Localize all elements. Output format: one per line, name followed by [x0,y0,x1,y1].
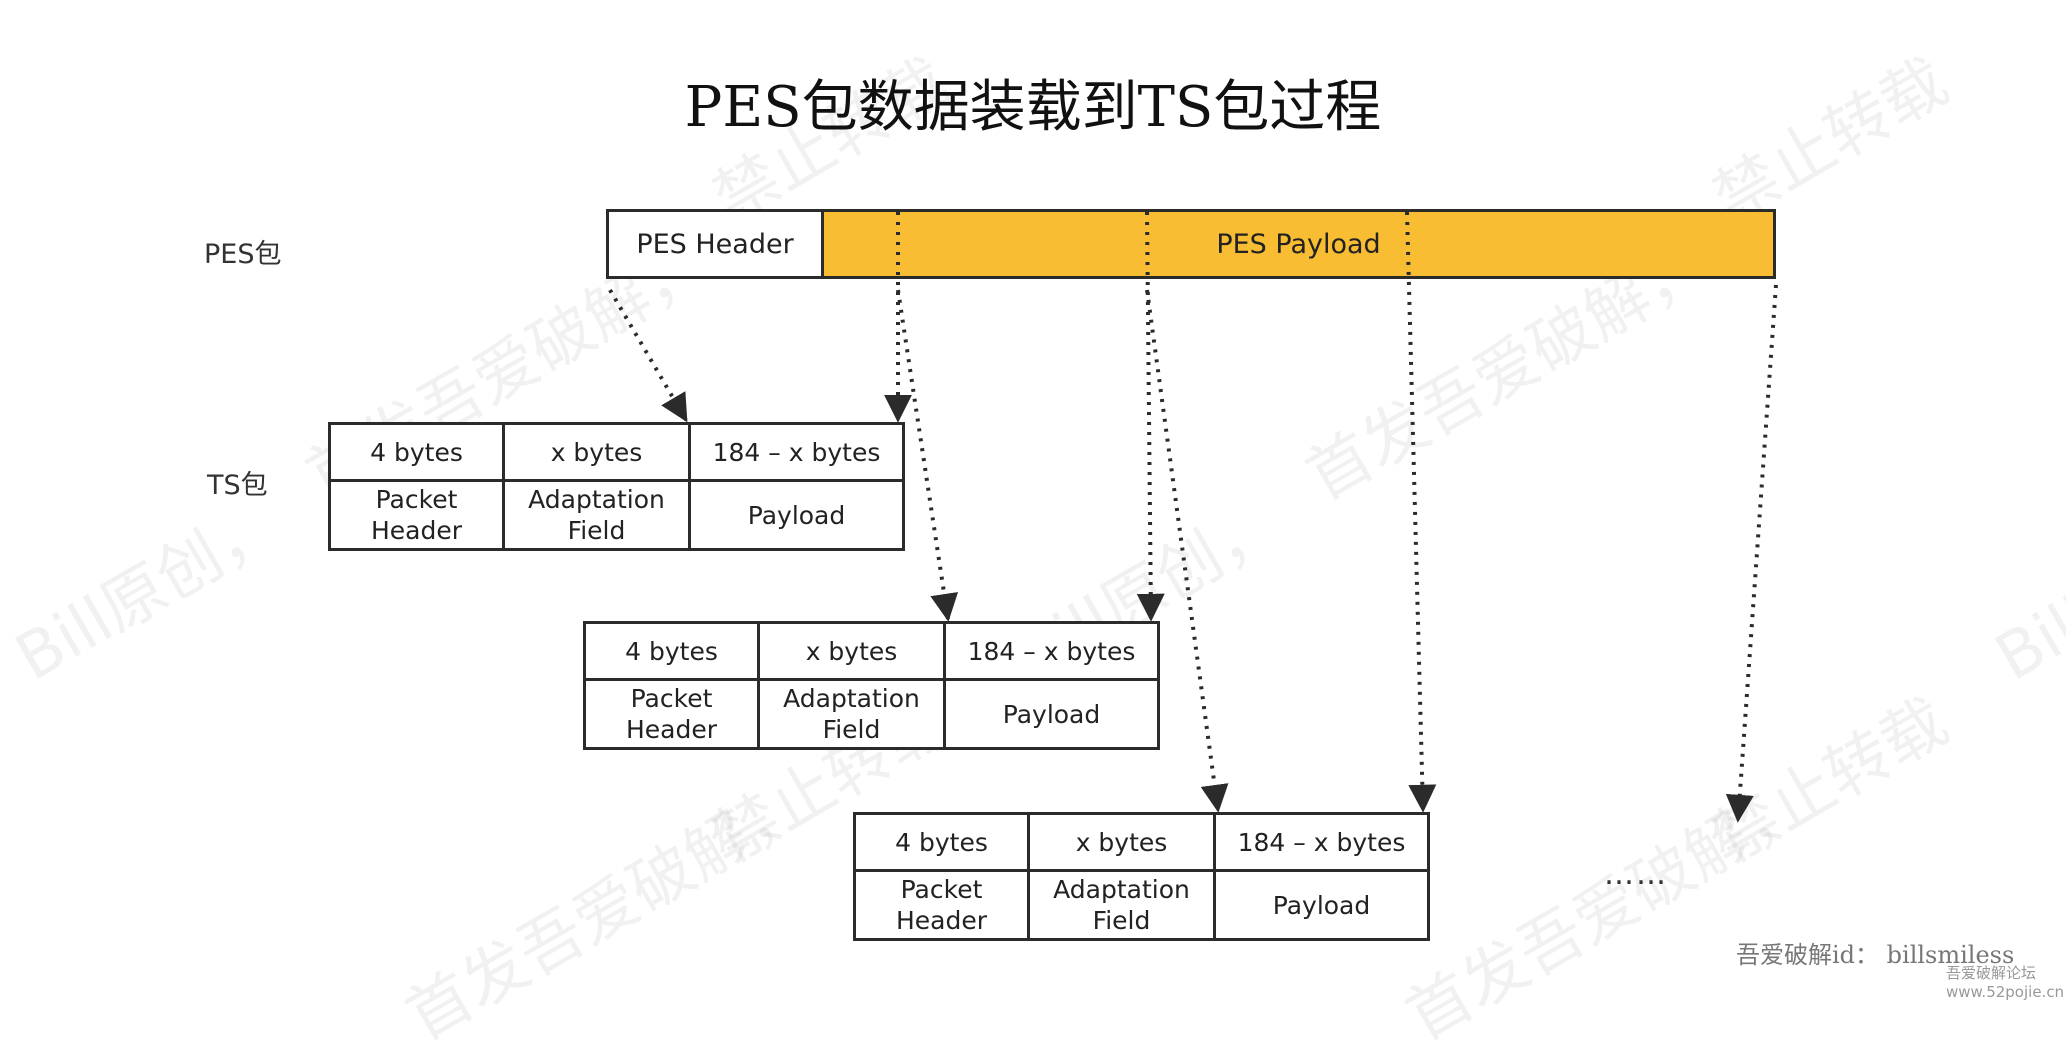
ts-size-adaptation: x bytes [757,621,946,681]
ts-payload: Payload [943,678,1160,750]
ts-size-header: 4 bytes [853,812,1030,872]
ts-size-payload: 184 – x bytes [688,422,905,482]
arrow-payload-to-next [1725,284,1778,823]
arrow-payload-to-ts3-end [1405,211,1437,813]
arrow-header-to-ts1 [608,288,688,423]
pes-packet: PES Header PES Payload [606,209,1776,279]
ts-size-adaptation: x bytes [502,422,691,482]
ts-size-header: 4 bytes [328,422,505,482]
author-signature: 吾爱破解id： billsmiless [1736,941,2015,969]
pes-payload: PES Payload [824,212,1773,276]
site-watermark: 吾爱破解论坛 www.52pojie.cn [1946,964,2065,1001]
continuation-ellipsis: …… [1604,857,1668,892]
ts-payload: Payload [1213,869,1430,941]
ts-size-payload: 184 – x bytes [943,621,1160,681]
ts-size-payload: 184 – x bytes [1213,812,1430,872]
diagram-title: PES包数据装载到TS包过程 [684,75,1382,140]
ts-size-adaptation: x bytes [1027,812,1216,872]
arrow-payload-to-ts3-start [1145,289,1229,813]
ts-payload: Payload [688,479,905,551]
ts-label: TS包 [207,470,268,501]
ts-size-header: 4 bytes [583,621,760,681]
mapping-arrows [608,211,1778,823]
arrow-payload-to-ts2-start [896,289,959,622]
pes-header: PES Header [609,212,824,276]
arrow-payload-to-ts2-end [1136,211,1165,622]
pes-label: PES包 [204,239,282,270]
